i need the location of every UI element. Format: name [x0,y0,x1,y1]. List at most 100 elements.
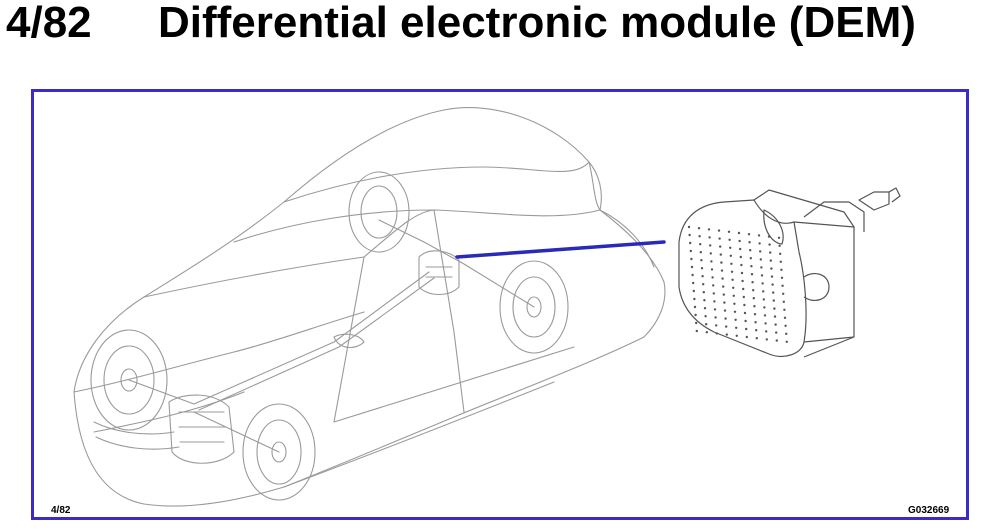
vent-dot [713,300,716,303]
vent-dot [783,316,787,319]
vent-dot [718,237,721,240]
vent-dot [760,274,764,277]
vent-dot [722,285,725,288]
vent-dot [709,252,712,255]
vent-dot [699,251,702,254]
vent-dot [702,291,705,294]
vent-dot [782,292,785,295]
vent-dot [740,271,744,275]
vent-dot [728,238,731,241]
vent-dot [702,283,705,286]
vent-dot [755,329,758,332]
page-number: 4/82 [6,0,92,47]
vent-dot [753,313,757,316]
vent-dot [768,243,771,246]
callout-line [455,240,666,259]
vent-dot [780,268,783,271]
vent-dot [779,252,782,255]
vent-dot [782,300,785,303]
vent-dot [770,267,773,270]
vent-dot [734,318,737,321]
vent-dot [687,225,691,229]
dem-vent-pattern [687,225,788,343]
vent-dot [700,267,704,270]
vent-dot [769,251,772,254]
vent-dot [772,299,775,302]
vent-dot [785,340,788,343]
vent-dot [747,233,751,236]
vent-dot [760,266,763,269]
vent-dot [688,233,691,237]
vent-dot [751,281,754,284]
vent-dot [745,327,748,331]
vent-dot [755,337,758,340]
vent-dot [764,322,767,325]
vent-dot [775,339,778,342]
vent-dot [775,331,778,334]
page-title: Differential electronic module (DEM) [158,0,916,47]
vent-dot [719,253,722,256]
vent-dot [722,293,725,296]
vent-dot [715,324,718,327]
vent-dot [733,310,737,313]
vent-dot [699,243,702,246]
vent-dot [732,294,735,297]
vent-dot [738,239,741,243]
vent-dot [714,316,717,319]
vent-dot [690,257,693,261]
vent-dot [763,314,767,317]
vent-dot [694,313,697,317]
vent-dot [711,276,714,279]
vent-dot [729,246,732,249]
vent-dot [710,260,713,263]
vent-dot [752,297,755,300]
vent-dot [750,265,753,268]
vent-dot [707,228,711,231]
vent-dot [720,261,723,264]
car-line-drawing [73,107,666,507]
vent-dot [742,287,745,291]
vent-dot [759,258,762,261]
vent-dot [737,231,741,235]
vent-dot [745,335,748,339]
vent-dot [761,282,764,285]
vent-dot [749,249,752,252]
vent-dot [783,308,786,311]
vent-dot [730,262,733,265]
vent-dot [689,241,692,245]
vent-dot [697,227,701,230]
vent-dot [785,332,788,335]
vent-dot [741,279,744,283]
vent-dot [719,245,722,248]
vent-dot [771,283,774,286]
vent-dot [773,315,777,318]
vent-dot [727,230,731,233]
vent-dot [762,290,765,293]
vent-dot [730,270,734,273]
dem-illustration [73,107,901,507]
vent-dot [748,241,751,244]
vent-dot [735,326,738,329]
vent-dot [752,289,755,292]
vent-dot [723,309,727,312]
vent-dot [692,289,695,293]
vent-dot [739,255,742,259]
vent-dot [709,244,712,247]
vent-dot [720,269,724,272]
vent-dot [704,315,707,318]
vent-dot [715,332,718,335]
vent-dot [693,305,697,309]
footer-page-ref: 4/82 [51,505,71,516]
vent-dot [780,276,784,279]
vent-dot [762,298,765,301]
vent-dot [705,323,708,326]
vent-dot [717,229,721,232]
vent-dot [729,254,732,257]
vent-dot [695,329,698,333]
vent-dot [712,292,715,295]
vent-dot [689,249,692,253]
vent-dot [758,242,761,245]
vent-dot [777,236,781,239]
vent-dot [759,250,762,253]
vent-dot [732,286,735,289]
